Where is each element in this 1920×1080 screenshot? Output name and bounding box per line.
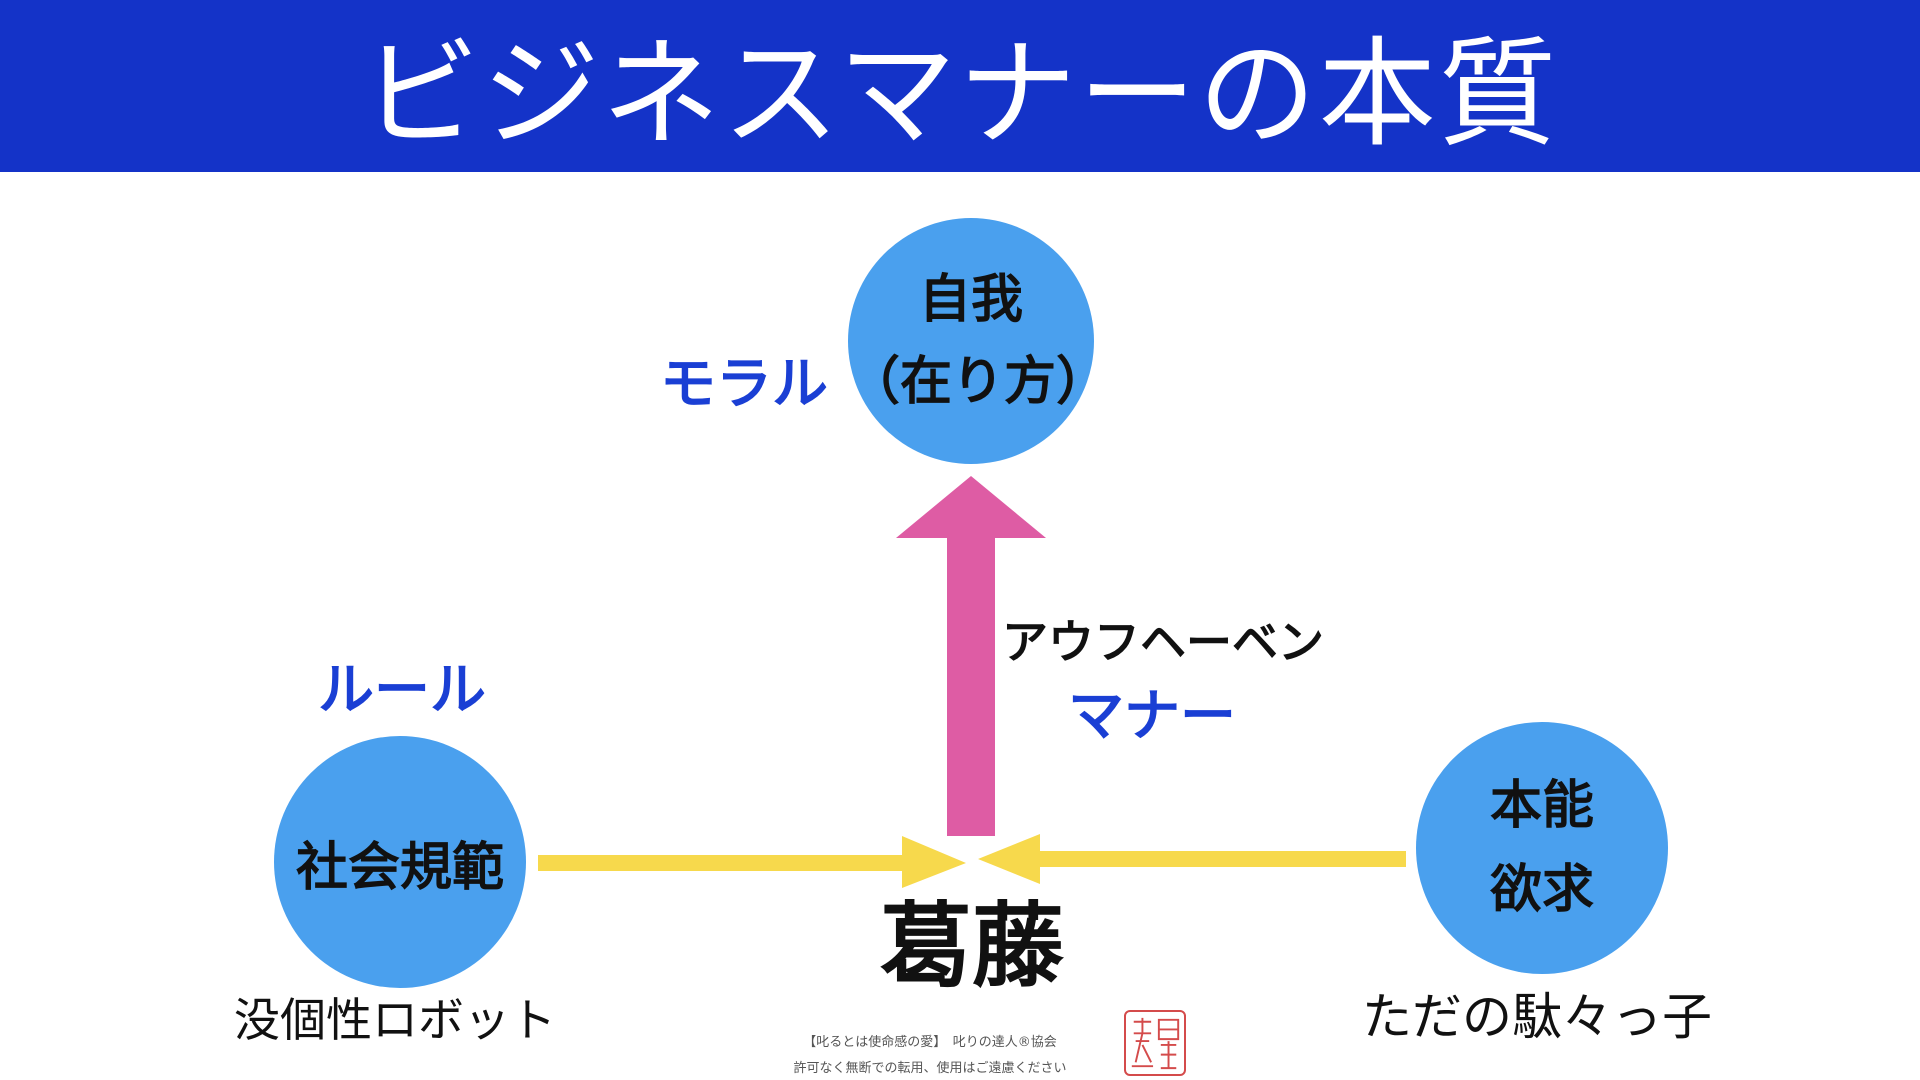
brat-caption: ただの駄々っ子 (1362, 988, 1712, 1046)
arrow-from-instinct (978, 834, 1406, 884)
moral-label: モラル (660, 352, 828, 417)
page-title: ビジネスマナーの本質 (361, 25, 1559, 163)
upward-arrow (896, 476, 1046, 836)
rule-label: ルール (318, 658, 486, 723)
ego-sublabel: （在り方） (848, 352, 1109, 412)
social-norms-node: 社会規範 (274, 736, 526, 988)
manner-label: マナー (1068, 684, 1236, 749)
aufheben-label: アウフヘーベン (1002, 615, 1324, 669)
instinct-label: 本能 (1489, 776, 1594, 836)
arrow-from-norms (538, 836, 966, 888)
ego-node: 自我 （在り方） (848, 218, 1109, 464)
social-norms-label: 社会規範 (295, 837, 504, 898)
desire-label: 欲求 (1489, 860, 1594, 920)
seal-glyph (1131, 1017, 1180, 1070)
copyright-notice: 【叱るとは使命感の愛】 叱りの達人®協会 許可なく無断での転用、使用はご遠慮くだ… (740, 1030, 1120, 1080)
conflict-label: 葛藤 (880, 893, 1065, 1000)
credit-line-1: 【叱るとは使命感の愛】 叱りの達人®協会 (803, 1035, 1057, 1050)
title-bar: ビジネスマナーの本質 (0, 0, 1920, 172)
instinct-node: 本能 欲求 (1416, 722, 1668, 974)
robot-caption: 没個性ロボット (234, 993, 556, 1047)
credit-line-2: 許可なく無断での転用、使用はご遠慮ください (793, 1061, 1067, 1076)
seal-stamp-icon (1124, 1010, 1186, 1076)
ego-label: 自我 (918, 270, 1023, 330)
